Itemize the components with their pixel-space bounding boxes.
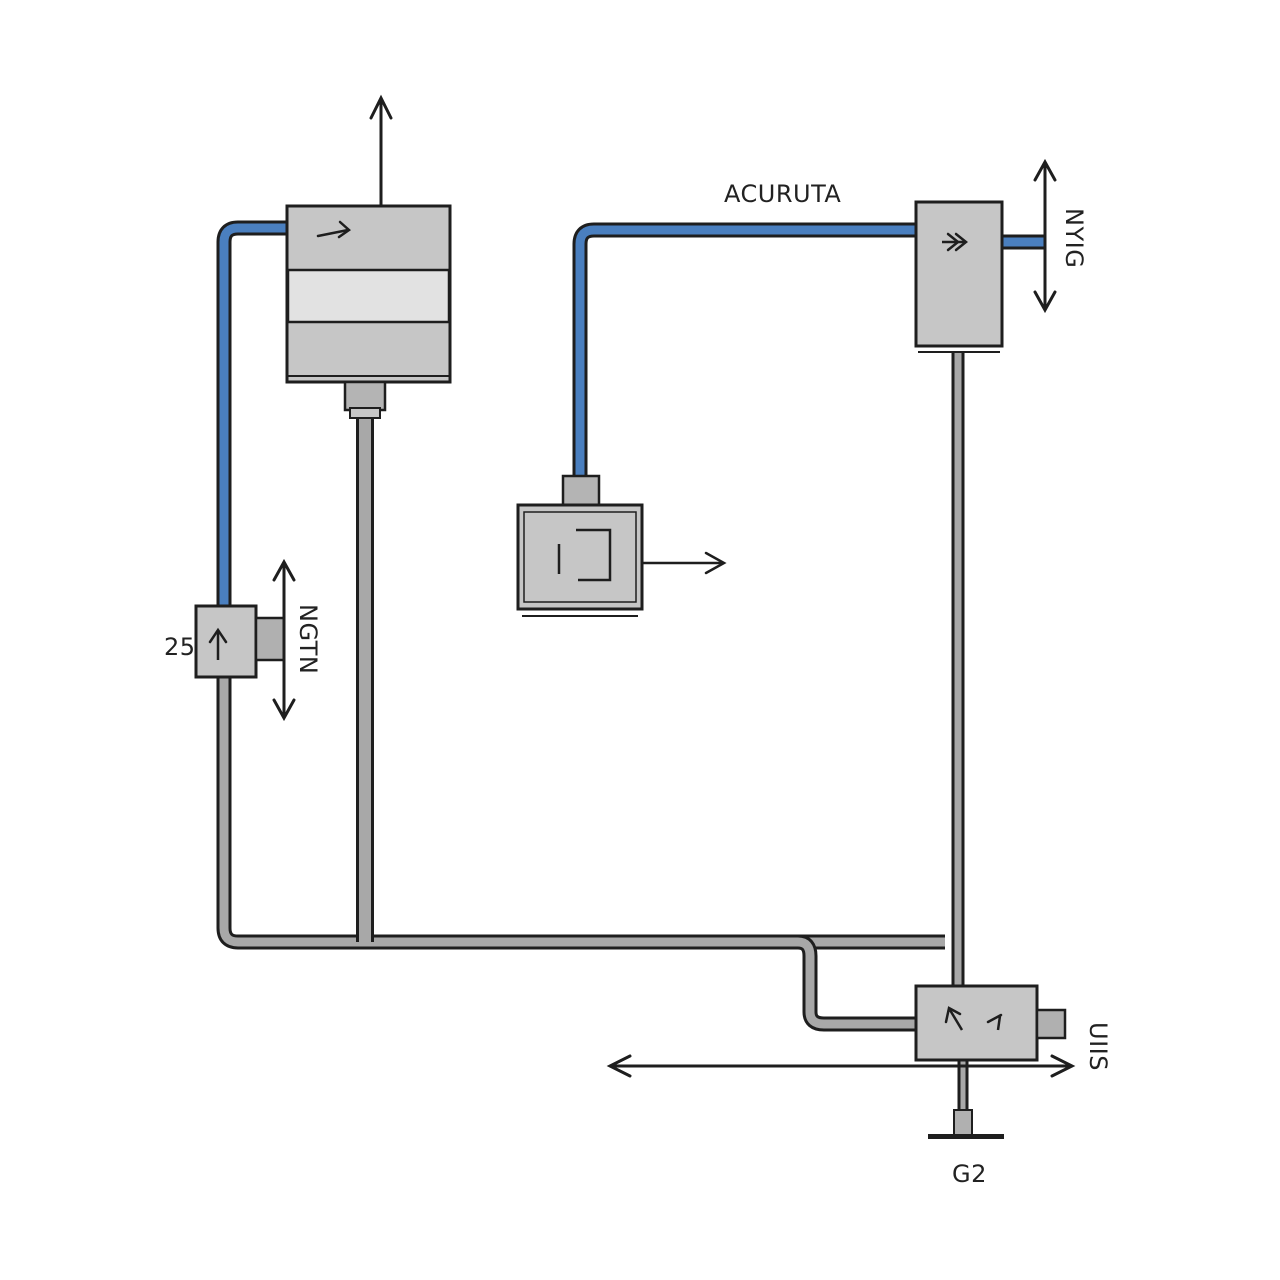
left-valve-unit — [194, 604, 286, 679]
left-unit-label: 25 — [164, 633, 196, 661]
top-label: ACURUTA — [724, 180, 841, 208]
bracket-symbol-icon — [557, 528, 612, 582]
double-arrow-horizontal-icon — [606, 1054, 1076, 1078]
middle-unit — [516, 474, 644, 617]
double-arrow-vertical-left-icon — [272, 558, 296, 722]
arrow-up-small-icon — [986, 1013, 1003, 1031]
blue-pipe-left — [216, 220, 288, 608]
arrow-up-icon — [208, 627, 228, 660]
arrow-right-icon — [642, 551, 727, 575]
double-arrow-right-icon — [942, 232, 969, 252]
bottom-label: G2 — [952, 1160, 987, 1188]
bottom-right-label: UIIS — [1084, 1022, 1112, 1071]
blue-pipe-middle — [572, 222, 918, 478]
arrow-right-icon — [316, 220, 352, 239]
right-vertical-label: NYIG — [1060, 208, 1088, 268]
bottom-right-unit — [914, 984, 1067, 1062]
gray-pipe-offset — [797, 934, 918, 1032]
drain-base — [928, 1109, 1004, 1139]
main-unit — [285, 204, 452, 419]
right-unit — [914, 200, 1004, 353]
left-vertical-label: NGTN — [294, 604, 322, 674]
double-arrow-vertical-right-icon — [1033, 158, 1057, 314]
arrow-up-icon — [369, 94, 393, 206]
gray-pipe-bottom-main — [216, 676, 945, 950]
arrow-up-left-icon — [944, 1006, 964, 1031]
